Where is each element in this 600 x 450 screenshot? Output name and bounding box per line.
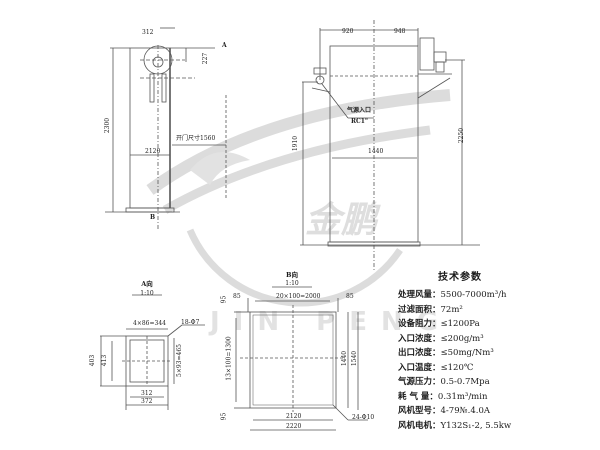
dim-door-size: 开门尺寸1560 xyxy=(176,135,216,142)
dim-b-left-margin: 85 xyxy=(233,293,241,300)
dim-b-right-margin: 85 xyxy=(346,293,354,300)
param-row: 风机型号：4-79№.4.0A xyxy=(398,406,491,416)
view-a-scale: 1:10 xyxy=(140,290,154,297)
dim-front-width: 1440 xyxy=(368,148,384,155)
param-row: 处理风量：5500-7000m³/h xyxy=(398,290,507,300)
param-row: 入口浓度：≤200g/m³ xyxy=(398,333,484,344)
dim-side-height: 2300 xyxy=(104,117,112,134)
tech-params-title: 技术参数 xyxy=(438,272,482,283)
view-b-scale: 1:10 xyxy=(285,280,299,287)
param-row: 耗 气 量：0.31m³/min xyxy=(398,391,488,402)
param-row: 出口浓度：≤50mg/Nm³ xyxy=(398,348,494,358)
dim-a-outer-height: 403 xyxy=(89,354,97,367)
air-inlet-label: 气源入口 xyxy=(347,107,372,114)
dim-b-outer-height: 1540 xyxy=(351,350,359,367)
view-a-title: A向 xyxy=(141,280,153,288)
param-row: 过滤面积：72m² xyxy=(398,304,463,315)
dim-b-left-side: 13×100=1300 xyxy=(225,336,233,381)
dim-a-holes: 18-Φ7 xyxy=(181,319,200,326)
dim-fan-width: 312 xyxy=(142,29,154,36)
watermark-logo xyxy=(146,89,451,307)
dim-b-bottom-margin: 95 xyxy=(220,412,228,421)
dim-a-inner-width: 312 xyxy=(141,390,153,397)
dim-front-right: 948 xyxy=(394,28,406,35)
section-a-label: A xyxy=(222,42,227,49)
dim-a-inner-height: 413 xyxy=(101,354,109,367)
dim-b-top-margin: 95 xyxy=(220,295,228,304)
param-row: 设备阻力：≤1200Pa xyxy=(398,319,480,329)
dim-a-side: 5×93=465 xyxy=(175,344,183,377)
dim-a-outer-width: 372 xyxy=(141,398,153,405)
param-row: 风机电机：Y132S₁-2, 5.5kw xyxy=(398,420,512,431)
dim-front-height-left: 1910 xyxy=(292,135,300,152)
dim-b-top: 20×100=2000 xyxy=(276,293,321,300)
dim-front-height-right: 2250 xyxy=(458,127,466,144)
dim-front-left: 920 xyxy=(342,28,354,35)
section-b-label: B xyxy=(150,214,156,221)
param-row: 入口温度：≤120℃ xyxy=(398,362,474,373)
air-inlet-size: RC1" xyxy=(351,118,369,125)
view-b-title: B向 xyxy=(286,271,298,279)
param-row: 气源压力：0.5-0.7Mpa xyxy=(398,377,490,387)
dim-a-top: 4×86=344 xyxy=(133,320,166,327)
tech-params-panel: 技术参数 处理风量：5500-7000m³/h 过滤面积：72m² 设备阻力：≤… xyxy=(398,268,598,433)
dim-b-inner-height: 1440 xyxy=(341,350,349,367)
dim-b-outer-width: 2220 xyxy=(286,423,302,430)
dim-b-holes: 24-Φ10 xyxy=(352,414,375,421)
dim-side-width: 2120 xyxy=(145,148,161,155)
watermark-cn: 金鹏 xyxy=(305,200,381,241)
dim-b-inner-width: 2120 xyxy=(286,413,302,420)
dim-outlet-offset: 227 xyxy=(202,52,210,65)
